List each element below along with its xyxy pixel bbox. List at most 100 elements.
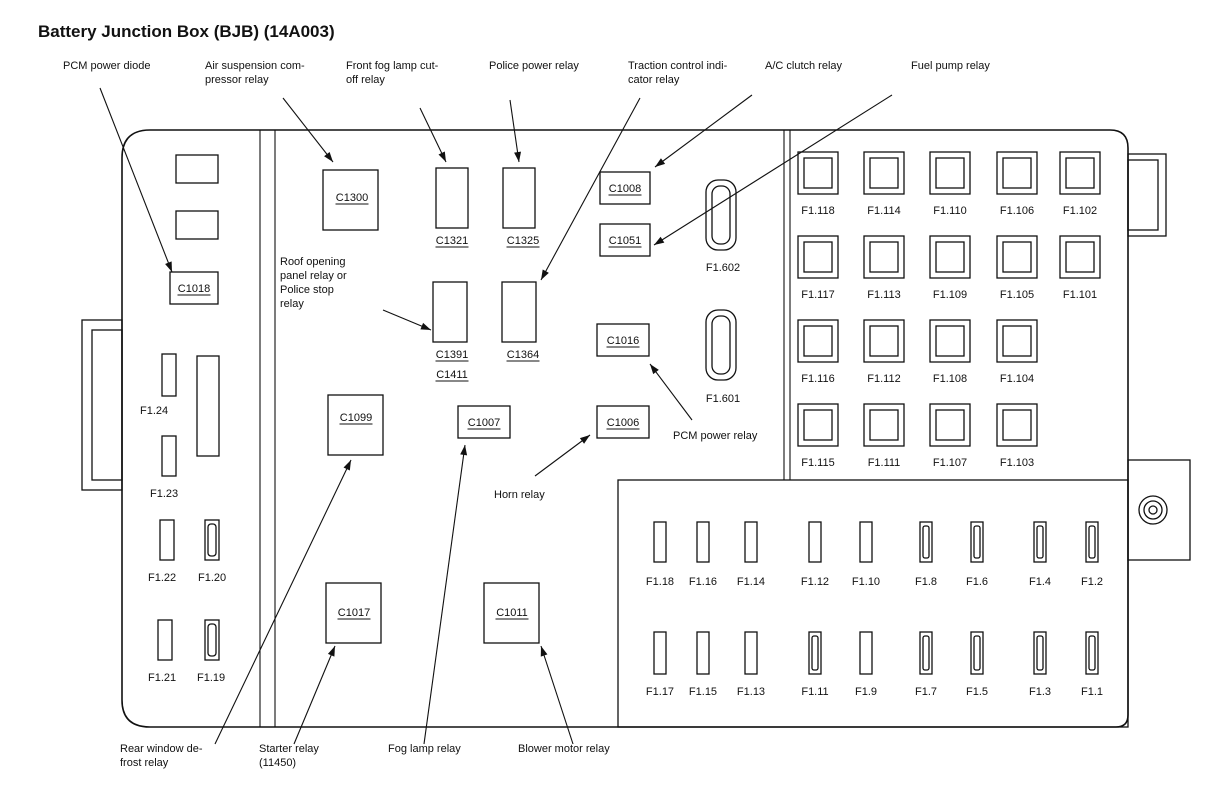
maxi-fuse-inner bbox=[803, 325, 833, 357]
mini-fuse-bottom-label: F1.9 bbox=[855, 686, 877, 698]
callout-police-power: Police power relay bbox=[489, 60, 579, 72]
mini-fuse-bottom bbox=[696, 631, 710, 675]
mini-fuse-bottom bbox=[1033, 631, 1047, 675]
arrow-head-front-fog bbox=[438, 151, 446, 162]
mini-fuse-bottom bbox=[653, 631, 667, 675]
callout-starter: Starter relay(11450) bbox=[259, 743, 319, 769]
mini-fuse-bottom-label: F1.7 bbox=[915, 686, 937, 698]
fuse-f1-21-body bbox=[157, 619, 173, 661]
arrow-line-pcm-diode bbox=[99, 87, 173, 273]
mini-fuse-bottom-label: F1.5 bbox=[966, 686, 988, 698]
callout-blower: Blower motor relay bbox=[518, 743, 610, 755]
c1051-box bbox=[599, 223, 651, 257]
mini-fuse-top-label: F1.16 bbox=[689, 576, 717, 588]
bolt-ring-outer bbox=[1138, 495, 1168, 525]
maxi-fuse-label: F1.113 bbox=[867, 289, 900, 301]
maxi-fuse-label: F1.104 bbox=[1000, 373, 1034, 385]
arrow-line-traction bbox=[540, 97, 641, 281]
maxi-fuse-outer bbox=[863, 319, 905, 363]
c1099-label: C1099 bbox=[340, 412, 372, 424]
left-block-2 bbox=[175, 210, 219, 240]
mini-fuse-bottom bbox=[970, 631, 984, 675]
c1321-box bbox=[435, 167, 469, 229]
c1391-label: C1391 bbox=[436, 349, 468, 361]
left-block-1 bbox=[175, 154, 219, 184]
maxi-fuse-inner bbox=[869, 157, 899, 189]
mini-fuse-bottom-inner bbox=[922, 635, 930, 671]
arrow-head-pcm-relay bbox=[650, 364, 659, 375]
callout-pcm-relay: PCM power relay bbox=[673, 430, 758, 442]
c1007-label: C1007 bbox=[468, 417, 500, 429]
maxi-fuse-inner bbox=[1065, 241, 1095, 273]
callout-traction-control: Traction control indi-cator relay bbox=[628, 60, 728, 86]
arrow-line-blower bbox=[540, 645, 574, 745]
mini-fuse-top bbox=[919, 521, 933, 563]
fuse-f1-19-inner bbox=[207, 623, 217, 657]
fuse-label-f1-23: F1.23 bbox=[150, 488, 178, 500]
fuse-f1-20-inner bbox=[207, 523, 217, 557]
fuse-f1-601-body bbox=[705, 309, 737, 381]
c1391-box bbox=[432, 281, 468, 343]
maxi-fuse-inner bbox=[935, 325, 965, 357]
arrow-head-ac-clutch bbox=[655, 158, 666, 167]
fuse-label-f1-21: F1.21 bbox=[148, 672, 176, 684]
bolt-ring-inner bbox=[1148, 505, 1158, 515]
arrow-head-fog-lamp bbox=[460, 445, 468, 456]
callout-front-fog: Front fog lamp cut-off relay bbox=[346, 60, 439, 86]
mini-fuse-top bbox=[859, 521, 873, 563]
maxi-fuse-inner bbox=[803, 157, 833, 189]
c1321-label: C1321 bbox=[436, 235, 468, 247]
mini-fuse-bottom-inner bbox=[1036, 635, 1044, 671]
maxi-fuse-label: F1.102 bbox=[1063, 205, 1097, 217]
maxi-fuse-outer bbox=[996, 403, 1038, 447]
mini-fuse-bottom bbox=[859, 631, 873, 675]
right-tab-inner bbox=[1127, 159, 1159, 231]
c1300-label: C1300 bbox=[336, 192, 368, 204]
fuse-f1-601-inner bbox=[711, 315, 731, 375]
callout-air-suspension: Air suspension com-pressor relay bbox=[205, 60, 305, 86]
maxi-fuse-label: F1.101 bbox=[1063, 289, 1097, 301]
c1011-label: C1011 bbox=[496, 607, 528, 619]
callout-ac-clutch: A/C clutch relay bbox=[765, 60, 843, 72]
mini-fuse-top-label: F1.8 bbox=[915, 576, 937, 588]
c1300-box bbox=[322, 169, 379, 231]
callout-pcm-diode: PCM power diode bbox=[63, 60, 150, 72]
arrow-head-pcm-diode bbox=[165, 261, 172, 272]
maxi-fuse-inner bbox=[1065, 157, 1095, 189]
arrow-head-traction bbox=[541, 269, 549, 280]
maxi-fuse-label: F1.116 bbox=[801, 373, 834, 385]
maxi-fuse-label: F1.109 bbox=[933, 289, 967, 301]
maxi-fuse-inner bbox=[803, 241, 833, 273]
maxi-fuse-inner bbox=[869, 325, 899, 357]
maxi-fuse-label: F1.105 bbox=[1000, 289, 1034, 301]
maxi-fuse-inner bbox=[935, 409, 965, 441]
c1018-box bbox=[169, 271, 219, 305]
maxi-fuse-outer bbox=[797, 235, 839, 279]
maxi-fuse-label: F1.110 bbox=[933, 205, 966, 217]
arrow-line-pcm-relay bbox=[649, 363, 693, 421]
maxi-fuse-label: F1.117 bbox=[801, 289, 834, 301]
arrow-head-roof-opening bbox=[420, 322, 431, 330]
fuse-label-f1-24: F1.24 bbox=[140, 405, 168, 417]
c1099-box bbox=[327, 394, 384, 456]
maxi-fuse-label: F1.103 bbox=[1000, 457, 1034, 469]
callout-rear-window: Rear window de-frost relay bbox=[120, 743, 203, 769]
maxi-fuse-label: F1.108 bbox=[933, 373, 967, 385]
c1017-label: C1017 bbox=[338, 607, 370, 619]
c1008-box bbox=[599, 171, 651, 205]
callout-horn: Horn relay bbox=[494, 489, 545, 501]
arrow-head-air-suspension bbox=[324, 151, 333, 162]
arrow-line-fuel-pump bbox=[653, 94, 893, 246]
callout-fog-lamp: Fog lamp relay bbox=[388, 743, 461, 755]
fuse-f1-19-body bbox=[204, 619, 220, 661]
mini-fuse-top-inner bbox=[1036, 525, 1044, 559]
fuse-label-f1-602: F1.602 bbox=[706, 262, 740, 274]
maxi-fuse-outer bbox=[863, 403, 905, 447]
diagram-title: Battery Junction Box (BJB) (14A003) bbox=[38, 22, 335, 41]
maxi-fuse-label: F1.112 bbox=[867, 373, 900, 385]
arrow-line-ac-clutch bbox=[654, 94, 753, 168]
mini-fuse-bottom-label: F1.11 bbox=[801, 686, 828, 698]
maxi-fuse-outer bbox=[929, 403, 971, 447]
